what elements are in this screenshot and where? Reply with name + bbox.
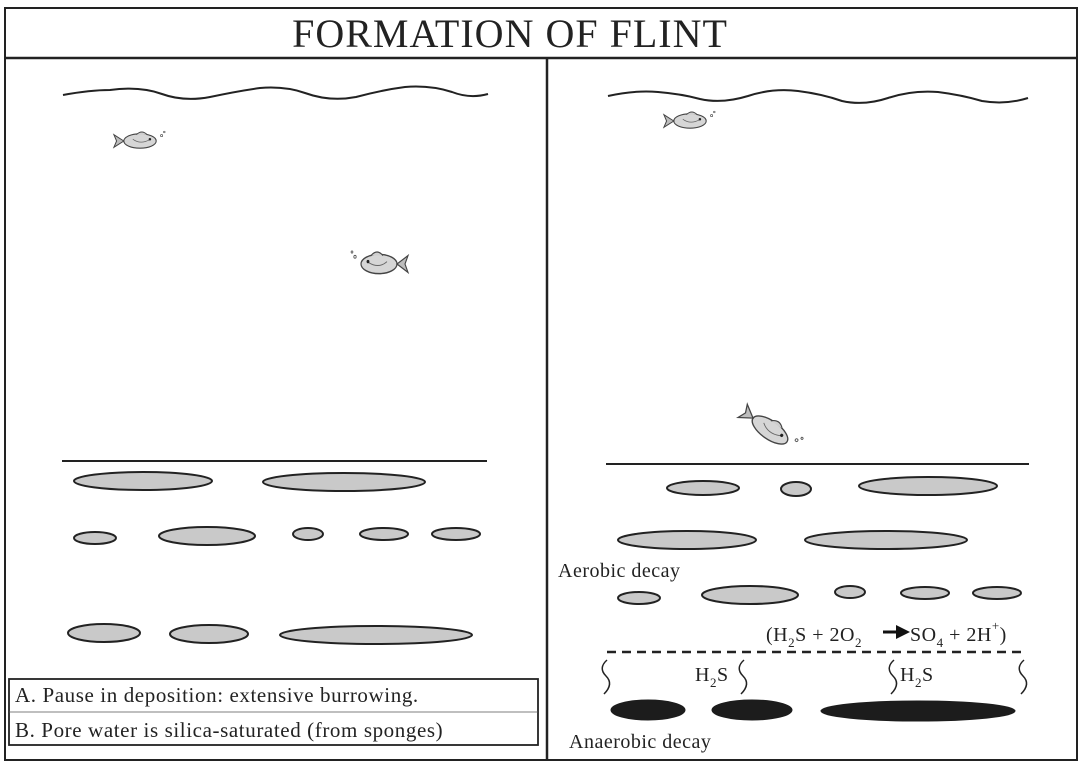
right-panel: Aerobic decay (H2S + 2O2 SO4 + 2H+) H2S: [558, 90, 1029, 753]
burrow-nodules-right: [618, 477, 1021, 604]
water-surface-wave: [608, 90, 1028, 103]
aerobic-decay-label: Aerobic decay: [558, 560, 681, 582]
h2s-label: H2S: [695, 664, 729, 690]
caption-a: A. Pause in deposition: extensive burrow…: [15, 683, 419, 707]
fish-icon: [351, 251, 408, 274]
water-surface-wave: [63, 87, 488, 99]
caption-box: A. Pause in deposition: extensive burrow…: [9, 679, 538, 745]
arrow-right-icon: [883, 625, 910, 639]
squiggle-icon: [889, 660, 896, 694]
squiggle-icon: [1019, 660, 1026, 694]
oxidation-equation-products: SO4 + 2H+): [910, 618, 1007, 650]
fish-icon: [664, 111, 715, 128]
oxidation-equation: (H2S + 2O2: [766, 624, 862, 650]
fish-icon: [114, 131, 165, 148]
caption-b: B. Pore water is silica-saturated (from …: [15, 718, 443, 742]
fish-icon: [737, 401, 803, 456]
squiggle-icon: [602, 660, 609, 694]
left-panel: A. Pause in deposition: extensive burrow…: [9, 87, 538, 745]
outer-frame: [5, 8, 1077, 760]
h2s-label: H2S: [900, 664, 934, 690]
flint-nodules: [611, 700, 1015, 721]
burrow-nodules-left: [68, 472, 480, 644]
squiggle-icon: [739, 660, 746, 694]
diagram-title: FORMATION OF FLINT: [292, 11, 728, 56]
anaerobic-decay-label: Anaerobic decay: [569, 731, 711, 753]
